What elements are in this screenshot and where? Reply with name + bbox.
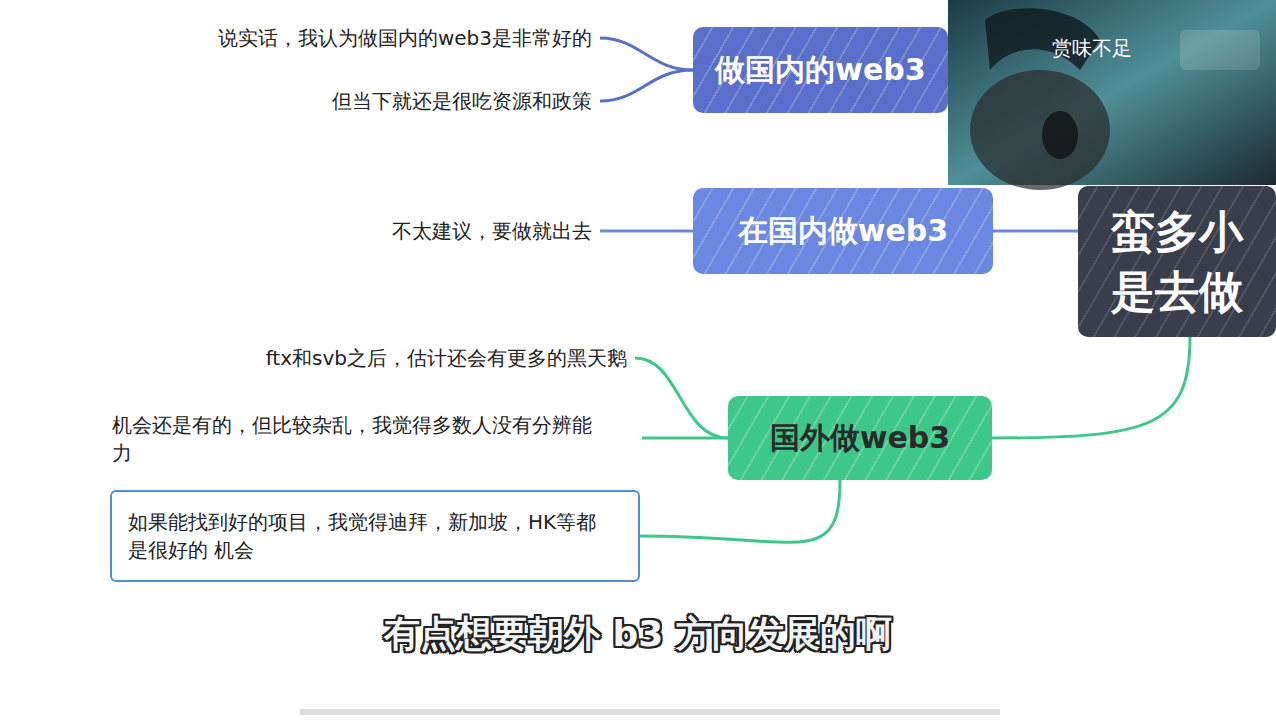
topic-box: 国外做web3: [728, 396, 992, 480]
branch-note: 说实话，我认为做国内的web3是非常好的: [218, 24, 592, 52]
branch-note: ftx和svb之后，估计还会有更多的黑天鹅: [266, 344, 627, 372]
branch-line: [600, 70, 693, 101]
root-box: 蛮多小 是去做: [1078, 186, 1276, 337]
node-text: 蛮多小 是去做: [1102, 202, 1252, 321]
progress-bar: [300, 709, 1000, 715]
note-box: 如果能找到好的项目，我觉得迪拜，新加坡，HK等都是很好的 机会: [110, 490, 640, 582]
branch-note: 但当下就还是很吃资源和政策: [332, 87, 592, 115]
topic-box: 做国内的web3: [693, 27, 948, 113]
branch-note: 机会还是有的，但比较杂乱，我觉得多数人没有分辨能力: [112, 411, 597, 467]
connector: [992, 337, 1190, 438]
subtitle-caption: 有点想要朝外 b3 方向发展的啊: [0, 610, 1276, 659]
connector: [640, 480, 840, 542]
branch-line: [642, 437, 728, 440]
branch-line: [600, 230, 693, 233]
watermark: 赏味不足: [1052, 34, 1132, 62]
branch-line: [600, 38, 693, 70]
node-text: 如果能找到好的项目，我觉得迪拜，新加坡，HK等都是很好的 机会: [128, 508, 598, 564]
connector: [993, 230, 1078, 233]
node-text: 在国内做web3: [738, 213, 948, 249]
node-text: 做国内的web3: [715, 52, 925, 88]
branch-line: [635, 358, 728, 438]
webcam-overlay: [948, 0, 1276, 190]
node-text: 国外做web3: [770, 420, 950, 456]
topic-box: 在国内做web3: [693, 188, 993, 274]
branch-note: 不太建议，要做就出去: [392, 217, 592, 245]
